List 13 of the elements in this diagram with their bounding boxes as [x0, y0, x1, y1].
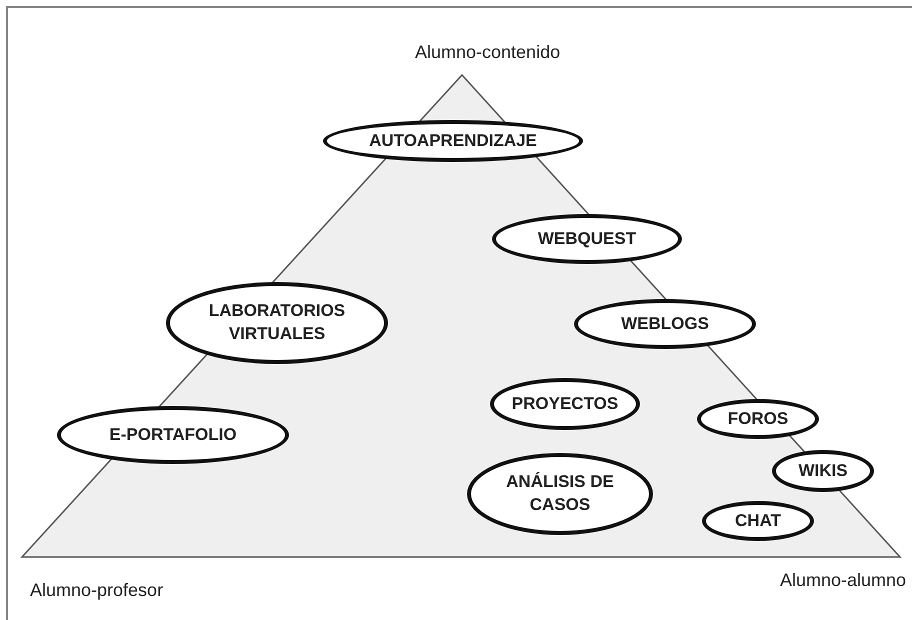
node-label: AUTOAPRENDIZAJE [369, 130, 537, 152]
node-label: ANÁLISIS DE CASOS [505, 471, 615, 516]
corner-label: Alumno-alumno [780, 570, 906, 591]
corner-label: Alumno-profesor [30, 580, 164, 601]
node-label: LABORATORIOS VIRTUALES [208, 300, 346, 345]
node-label: FOROS [728, 408, 788, 430]
node-label: E-PORTAFOLIO [109, 424, 237, 446]
node-label: WEBQUEST [538, 228, 636, 250]
node-label: WEBLOGS [621, 312, 709, 335]
corner-label: Alumno-contenido [415, 42, 560, 63]
node-label: PROYECTOS [512, 392, 618, 415]
node-label: CHAT [735, 510, 781, 532]
node-label: WIKIS [798, 460, 848, 482]
